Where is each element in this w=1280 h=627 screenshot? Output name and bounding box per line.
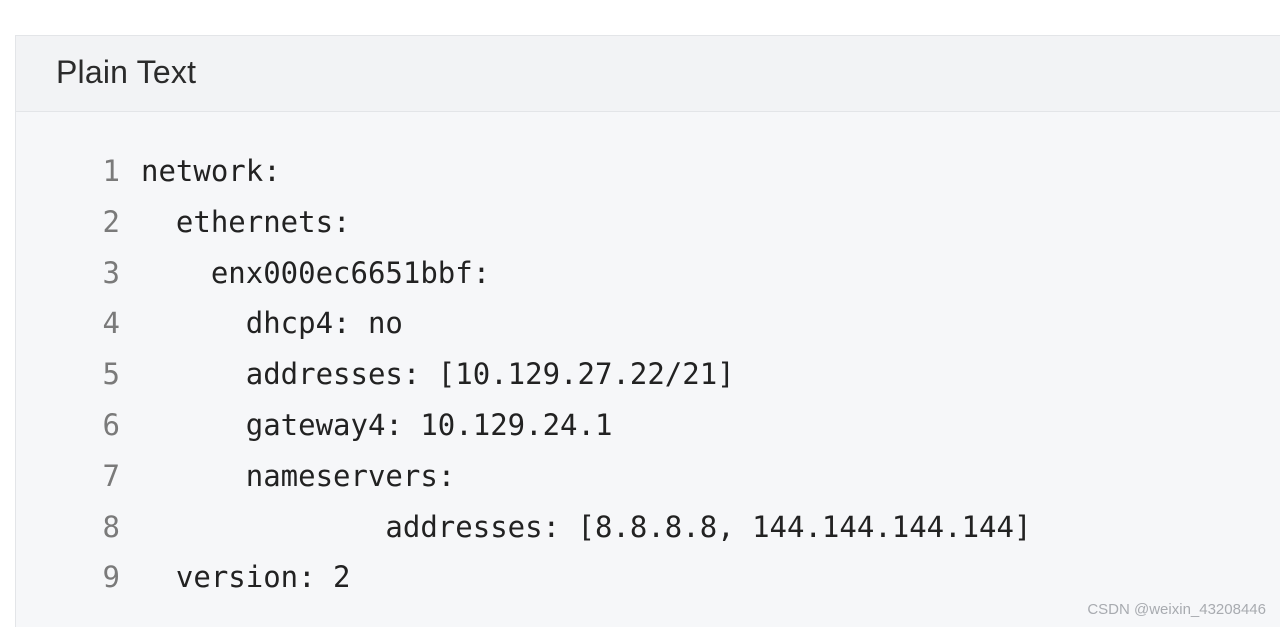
line-number: 7 [102, 458, 120, 493]
code-line: 6 gateway4: 10.129.24.1 [16, 408, 1280, 459]
line-number: 1 [102, 154, 120, 188]
line-number: 4 [102, 306, 120, 341]
code-line: 4 dhcp4: no [16, 306, 1280, 357]
code-block-header: Plain Text [16, 36, 1280, 112]
line-code: ethernets: [141, 204, 351, 239]
line-code: enx000ec6651bbf: [141, 255, 491, 290]
code-line: 5 addresses: [10.129.27.22/21] [16, 357, 1280, 408]
code-block: Plain Text 1 network: 2 ethernets: 3 enx… [15, 35, 1280, 627]
code-line: 1 network: [16, 154, 1280, 205]
line-code: nameservers: [141, 458, 456, 493]
line-code: addresses: [10.129.27.22/21] [141, 357, 735, 392]
code-line: 3 enx000ec6651bbf: [16, 256, 1280, 307]
code-line: 2 ethernets: [16, 205, 1280, 256]
line-code: version: 2 [141, 560, 351, 595]
line-code: dhcp4: no [141, 306, 403, 341]
line-number: 9 [102, 560, 120, 595]
watermark: CSDN @weixin_43208446 [1087, 601, 1266, 618]
line-number: 6 [102, 407, 120, 442]
code-line: 9 version: 2 [16, 560, 1280, 611]
line-code: addresses: [8.8.8.8, 144.144.144.144] [141, 509, 1032, 544]
code-line: 8 addresses: [8.8.8.8, 144.144.144.144] [16, 510, 1280, 561]
code-body: 1 network: 2 ethernets: 3 enx000ec6651bb… [16, 154, 1280, 611]
line-number: 2 [102, 204, 120, 239]
line-number: 5 [102, 357, 120, 392]
line-number: 8 [102, 509, 120, 544]
line-code: gateway4: 10.129.24.1 [141, 407, 613, 442]
code-line: 7 nameservers: [16, 459, 1280, 510]
line-number: 3 [102, 255, 120, 290]
code-language-label: Plain Text [56, 54, 197, 90]
line-code: network: [141, 154, 281, 188]
